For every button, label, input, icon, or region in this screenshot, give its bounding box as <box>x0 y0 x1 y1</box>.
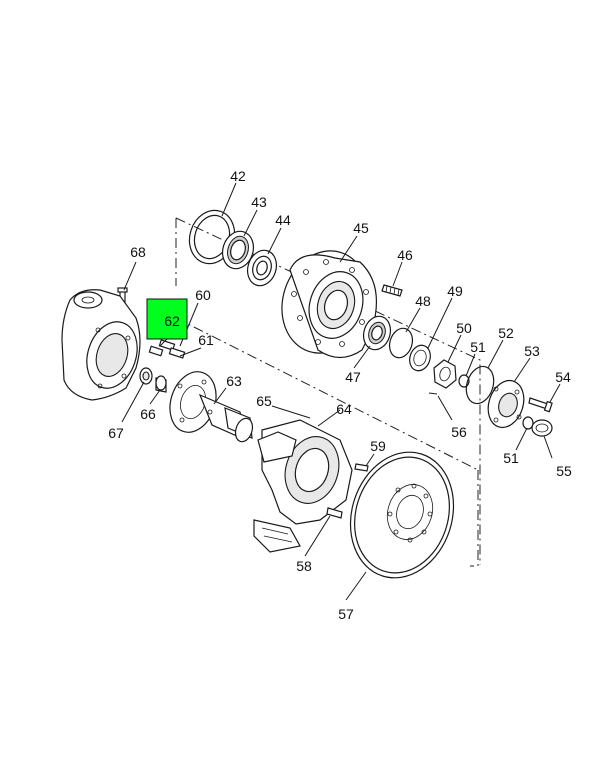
callout-54: 54 <box>555 369 571 385</box>
callout-48: 48 <box>415 293 431 309</box>
part-67-bushing <box>139 367 153 385</box>
part-52-oring <box>465 365 495 405</box>
callout-68: 68 <box>130 244 146 260</box>
callout-52: 52 <box>498 325 514 341</box>
callout-51-lower: 51 <box>503 450 519 466</box>
assembly-envelope-line <box>175 217 481 567</box>
callout-57: 57 <box>338 606 354 622</box>
callout-63: 63 <box>226 373 242 389</box>
part-58-bolt <box>326 507 343 519</box>
callout-44: 44 <box>275 212 291 228</box>
part-57-rotor <box>349 451 455 579</box>
part-46-stud <box>381 284 403 297</box>
highlight-box[interactable] <box>146 298 188 340</box>
callout-62-label[interactable]: 62 <box>164 313 180 329</box>
callout-50: 50 <box>456 320 472 336</box>
part-63-spindle <box>169 371 254 443</box>
parts-60-61-62-pins <box>148 339 186 359</box>
part-47-bearing <box>362 315 392 351</box>
part-49-washer <box>409 344 431 372</box>
callout-67: 67 <box>108 425 124 441</box>
part-56-screw <box>428 392 438 395</box>
callout-43: 43 <box>251 194 267 210</box>
part-50-nut <box>433 359 457 389</box>
callout-49: 49 <box>447 283 463 299</box>
part-64-caliper <box>253 419 353 553</box>
callout-59: 59 <box>370 438 386 454</box>
callout-64: 64 <box>336 401 352 417</box>
part-43-seal <box>221 230 255 270</box>
part-54-bolt <box>528 397 553 413</box>
callout-labels: 42 43 44 45 46 47 48 49 50 51 52 53 54 5… <box>108 168 572 622</box>
callout-65: 65 <box>256 393 272 409</box>
part-48-oring <box>388 327 414 359</box>
callout-58: 58 <box>296 558 312 574</box>
part-55-plug <box>531 419 553 437</box>
part-53-hubcap <box>487 379 525 429</box>
highlighted-callout-62[interactable]: 62 <box>146 298 188 340</box>
part-66-sleeve <box>155 375 167 393</box>
leader-lines <box>121 182 561 601</box>
steering-knuckle <box>61 289 141 401</box>
callout-60: 60 <box>195 287 211 303</box>
part-51-ring-lower <box>522 416 534 430</box>
callout-45: 45 <box>353 220 369 236</box>
callout-47: 47 <box>345 369 361 385</box>
part-44-bearing <box>246 249 278 287</box>
part-59-bolt <box>354 463 369 472</box>
callout-56: 56 <box>451 424 467 440</box>
callout-61: 61 <box>198 332 214 348</box>
callout-51-upper: 51 <box>470 339 486 355</box>
callout-46: 46 <box>397 247 413 263</box>
callout-53: 53 <box>524 343 540 359</box>
callout-66: 66 <box>140 406 156 422</box>
callout-42: 42 <box>230 168 246 184</box>
callout-55: 55 <box>556 463 572 479</box>
part-45-hub <box>281 250 378 359</box>
